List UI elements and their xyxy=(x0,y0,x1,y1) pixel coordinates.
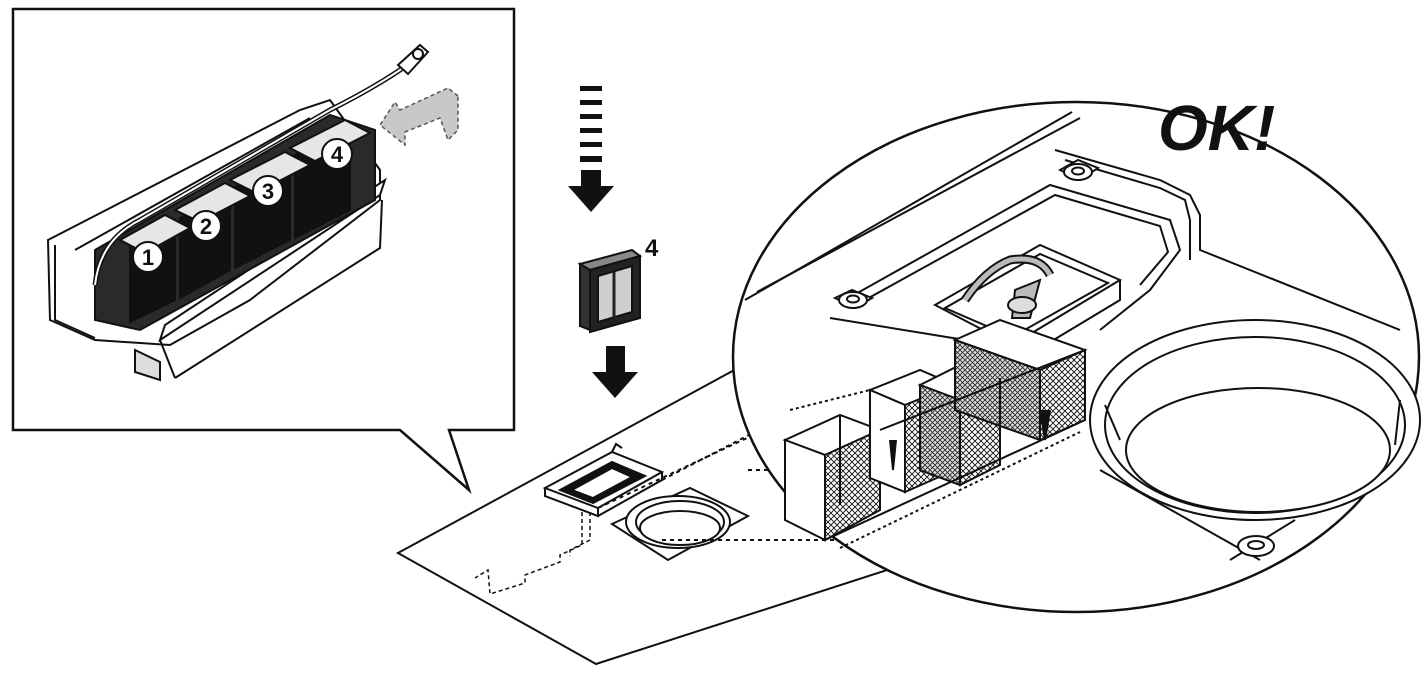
zoom-cartridge-outlines xyxy=(789,349,1086,549)
cartridge-number: 4 xyxy=(645,235,659,262)
compartment-label-4: 4 xyxy=(321,138,353,170)
svg-text:4: 4 xyxy=(331,142,344,167)
svg-text:1: 1 xyxy=(142,245,154,270)
zoom-fastener-top xyxy=(1057,158,1101,182)
zoom-drain-ring xyxy=(1089,319,1421,521)
svg-text:2: 2 xyxy=(200,214,212,239)
zoom-tube xyxy=(961,254,1055,319)
zoom-fastener-left xyxy=(832,288,875,310)
compartment-label-2: 2 xyxy=(190,210,222,242)
filter-cartridge xyxy=(577,248,643,334)
zoom-panel-edges xyxy=(744,111,1401,561)
zoom-view: OK! xyxy=(731,92,1421,614)
ok-status-text: OK! xyxy=(1158,92,1275,164)
zoom-cartridge-4 xyxy=(952,318,1088,442)
zoom-fastener-bottom xyxy=(1237,535,1275,557)
panel-filter-slot xyxy=(542,442,665,518)
filter-housing-illustration xyxy=(46,43,430,382)
svg-text:3: 3 xyxy=(262,179,274,204)
insert-direction-arrow xyxy=(378,87,459,147)
panel-flow-arrow xyxy=(474,512,591,595)
projection-lines xyxy=(597,304,1001,541)
compartment-label-3: 3 xyxy=(252,175,284,207)
compartment-label-1: 1 xyxy=(132,241,164,273)
panel-drain-ring xyxy=(609,486,751,562)
down-arrow-upper xyxy=(568,86,614,212)
down-arrow-lower xyxy=(592,346,638,398)
zoom-cartridge-1 xyxy=(782,413,883,542)
